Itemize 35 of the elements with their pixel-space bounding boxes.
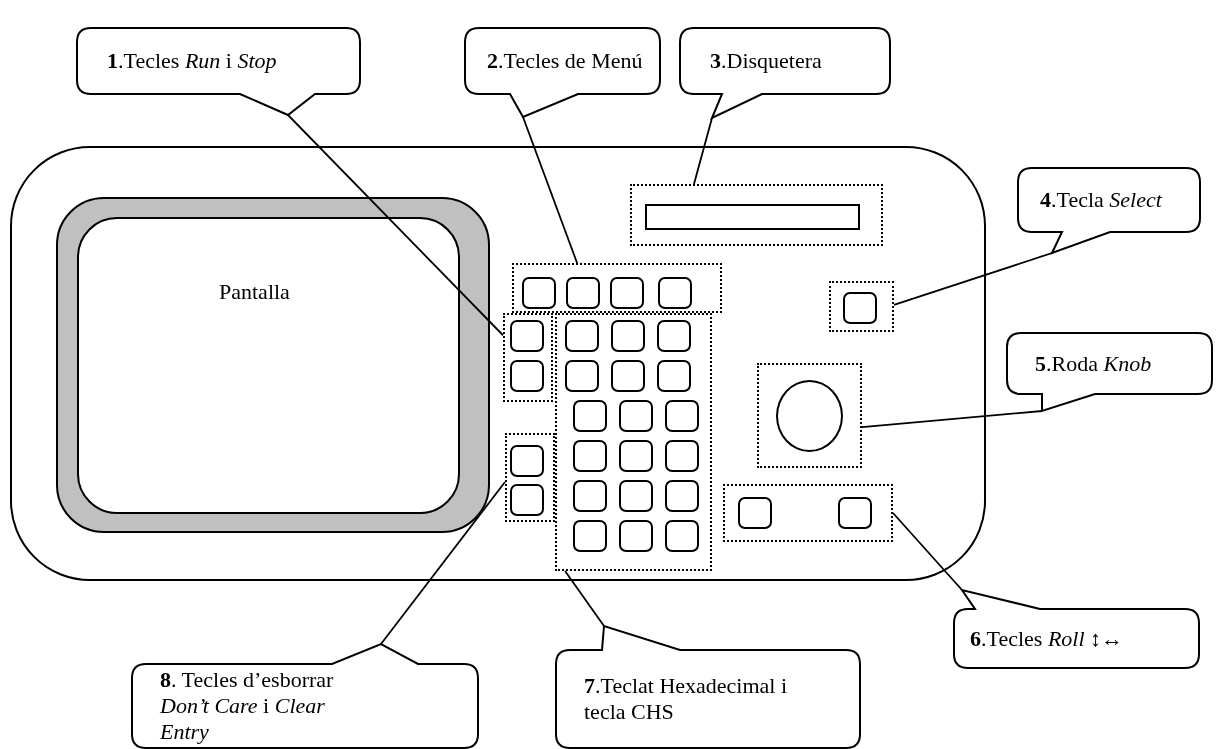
callout-bubble (77, 28, 360, 115)
screen-label: Pantalla (219, 279, 290, 305)
key-group (829, 281, 894, 332)
key-group (555, 313, 712, 571)
callout-text: 1.Tecles Run i Stop (107, 48, 277, 74)
key-group (630, 184, 883, 246)
callout-text: 7.Teclat Hexadecimal i tecla CHS (584, 673, 789, 725)
leader-line (522, 116, 578, 264)
callout-bubble (465, 28, 660, 117)
leader-line (893, 252, 1053, 306)
callout-text: 3.Disquetera (710, 48, 822, 74)
key-group (723, 484, 893, 542)
disk-slot (645, 204, 860, 230)
callout-text: 2.Tecles de Menú (487, 48, 643, 74)
leader-line (892, 512, 963, 591)
screen-bezel (56, 197, 490, 533)
callout-text: 4.Tecla Select (1040, 187, 1162, 213)
key-group (505, 433, 555, 522)
callout-text: 5.Roda Knob (1035, 350, 1152, 377)
callout-bubble (556, 626, 860, 748)
callout-text: 8. Tecles d’esborrar Don’t Care i Clear Entry (160, 667, 335, 745)
callout-bubble (680, 28, 890, 118)
key-group (757, 363, 862, 468)
callout-bubble (132, 644, 478, 748)
callout-bubble (1018, 168, 1200, 253)
callout-text: 6.Tecles Roll ↕↔ (970, 625, 1124, 652)
callout-bubble (954, 590, 1199, 668)
callout-bubble (1007, 333, 1212, 411)
key-group (512, 263, 722, 313)
device-body (10, 146, 986, 581)
leader-line (564, 570, 605, 627)
key-group (503, 313, 553, 402)
leader-line (287, 114, 504, 337)
leader-line (693, 117, 713, 185)
leader-line (861, 410, 1043, 428)
